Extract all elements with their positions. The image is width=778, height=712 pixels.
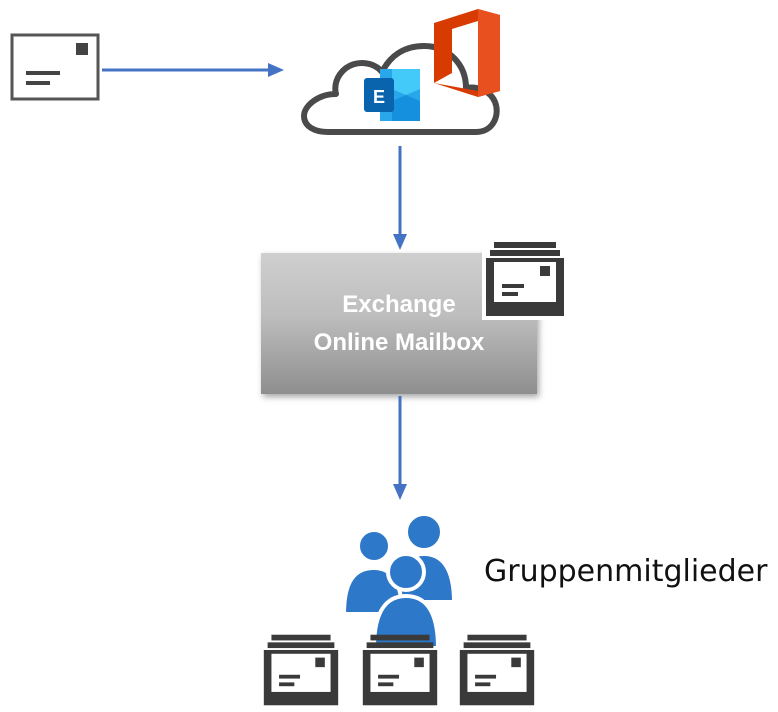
inbox-tray-icon xyxy=(263,634,339,706)
people-group-icon xyxy=(341,512,457,650)
office-logo-icon xyxy=(434,9,500,97)
envelope-icon xyxy=(10,33,100,101)
exchange-logo-icon: E xyxy=(364,69,420,121)
arrow-envelope-to-cloud xyxy=(102,63,284,77)
mailbox-label-line1: Exchange xyxy=(342,291,456,318)
inbox-tray-icon xyxy=(482,238,568,320)
mailbox-label: Exchange Online Mailbox xyxy=(261,286,537,362)
exchange-badge-letter: E xyxy=(373,87,385,107)
group-members-label: Gruppenmitglieder xyxy=(484,554,768,589)
arrow-mailbox-to-group xyxy=(393,396,407,500)
arrow-cloud-to-mailbox xyxy=(393,146,407,250)
inbox-tray-icon xyxy=(459,634,535,706)
mailbox-label-line2: Online Mailbox xyxy=(313,329,485,356)
inbox-tray-icon xyxy=(362,634,438,706)
